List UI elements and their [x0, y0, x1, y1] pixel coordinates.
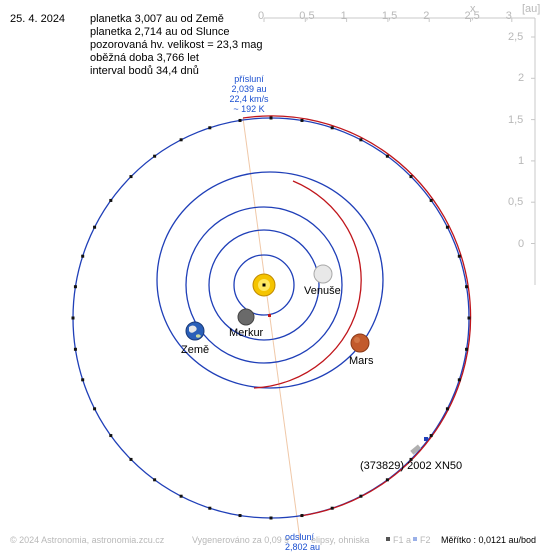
perihelion-title: přísluní — [234, 74, 264, 84]
asteroid-label: (373829) 2002 XN50 — [360, 460, 463, 472]
aphelion-title: odsluní — [285, 532, 315, 542]
orbit-point — [269, 516, 273, 520]
orbit-point — [409, 457, 413, 461]
mars-orbit-above — [253, 180, 362, 389]
venus-orbit — [208, 229, 320, 341]
y-tick-label: 1 — [518, 154, 525, 167]
orbit-point — [153, 154, 157, 158]
generated-time-text: Vygenerováno za 0,09 s — [192, 535, 289, 545]
orbit-point — [93, 225, 97, 229]
orbit-point — [330, 506, 334, 510]
mercury-label: Merkur — [229, 327, 264, 339]
orbit-point — [429, 198, 433, 202]
axes — [263, 17, 536, 285]
orbit-point — [129, 457, 133, 461]
mars-label: Mars — [349, 355, 374, 367]
orbit-point — [300, 118, 304, 122]
mars-planet — [350, 333, 370, 353]
ellipses-legend-text: elipsy, ohniska — [311, 535, 370, 545]
mercury-orbit — [233, 254, 295, 316]
date-label: 25. 4. 2024 — [10, 13, 66, 25]
perihelion-distance: 2,039 au — [231, 84, 267, 94]
x-tick-label: 2 — [423, 10, 430, 22]
orbit-point — [385, 154, 389, 158]
scale-text: Měřítko : 0,0121 au/bod — [441, 535, 537, 545]
f2-legend-text: F2 — [420, 535, 431, 545]
orbit-point — [445, 407, 449, 411]
orbit-point — [179, 494, 183, 498]
orbit-point — [208, 506, 212, 510]
orbit-point — [330, 126, 334, 130]
orbit-point — [73, 347, 77, 351]
perihelion-speed: 22,4 km/s — [229, 94, 269, 104]
y-tick-label: 1,5 — [508, 113, 524, 126]
orbit-point — [179, 138, 183, 142]
orbit-point — [208, 126, 212, 130]
orbit-point — [445, 225, 449, 229]
second-focus-marker — [268, 314, 271, 317]
apsis-line — [242, 117, 301, 541]
y-tick-label: 0,5 — [508, 196, 524, 209]
orbit-point — [109, 434, 113, 438]
orbit-point — [109, 198, 113, 202]
perihelion-label: přísluní 2,039 au 22,4 km/s ~ 192 K — [224, 74, 274, 114]
earth-planet — [185, 321, 205, 341]
orbit-point — [269, 116, 273, 120]
asteroid-marker — [410, 437, 428, 455]
perihelion-temperature: ~ 192 K — [233, 104, 265, 114]
info-distance-sun: planetka 2,714 au od Slunce — [90, 26, 230, 38]
f1-legend-text: F1 a — [393, 535, 412, 545]
f1-marker-icon — [386, 537, 390, 541]
y-tick-label: 2 — [518, 72, 525, 85]
x-axis-label: x — [470, 3, 476, 15]
orbit-point — [81, 254, 85, 258]
orbit-point — [300, 514, 304, 518]
orbit-point — [385, 478, 389, 482]
asteroid-orbit-above — [242, 115, 472, 517]
f2-marker-icon — [413, 537, 417, 541]
sun — [252, 273, 276, 297]
info-period: oběžná doba 3,766 let — [90, 52, 199, 64]
x-tick-label: 1,5 — [381, 10, 398, 22]
info-distance-earth: planetka 3,007 au od Země — [90, 13, 224, 25]
orbit-point — [238, 118, 242, 122]
x-tick-label: 0 — [258, 10, 265, 22]
orbit-point — [429, 434, 433, 438]
orbit-point — [457, 254, 461, 258]
x-tick-label: 3 — [505, 10, 512, 22]
orbit-point — [73, 285, 77, 289]
venus-label: Venuše — [304, 285, 341, 297]
orbit-point — [93, 407, 97, 411]
orbit-point — [409, 175, 413, 179]
earth-orbit — [185, 206, 343, 364]
y-tick-label: 2,5 — [508, 31, 524, 43]
orbit-point — [457, 378, 461, 382]
orbit-point — [81, 378, 85, 382]
mars-orbit — [156, 171, 384, 389]
x-tick-label: 2,5 — [464, 10, 480, 22]
orbit-point — [153, 478, 157, 482]
orbit-point — [465, 285, 469, 289]
info-interval: interval bodů 34,4 dnů — [90, 65, 199, 77]
earth-label: Země — [181, 344, 210, 356]
orbit-point — [465, 347, 469, 351]
x-tick-label: 0,5 — [299, 10, 315, 22]
asteroid-orbit-points — [71, 116, 471, 520]
orbit-point — [359, 138, 363, 142]
copyright-text: © 2024 Astronomia, astronomia.zcu.cz — [10, 535, 165, 545]
orbit-point — [71, 316, 75, 320]
aphelion-distance: 2,802 au — [285, 542, 321, 552]
orbit-point — [129, 175, 133, 179]
orbit-point — [359, 494, 363, 498]
unit-label: [au] — [522, 3, 541, 15]
orbit-point — [238, 514, 242, 518]
x-tick-label: 1 — [340, 10, 347, 22]
venus-planet — [313, 264, 333, 284]
info-magnitude: pozorovaná hv. velikost = 23,3 mag — [90, 39, 263, 51]
orbit-point — [467, 316, 471, 320]
y-tick-label: 0 — [518, 237, 525, 250]
mercury-planet — [237, 308, 255, 326]
aphelion-label: odsluní 2,802 au — [285, 532, 320, 552]
